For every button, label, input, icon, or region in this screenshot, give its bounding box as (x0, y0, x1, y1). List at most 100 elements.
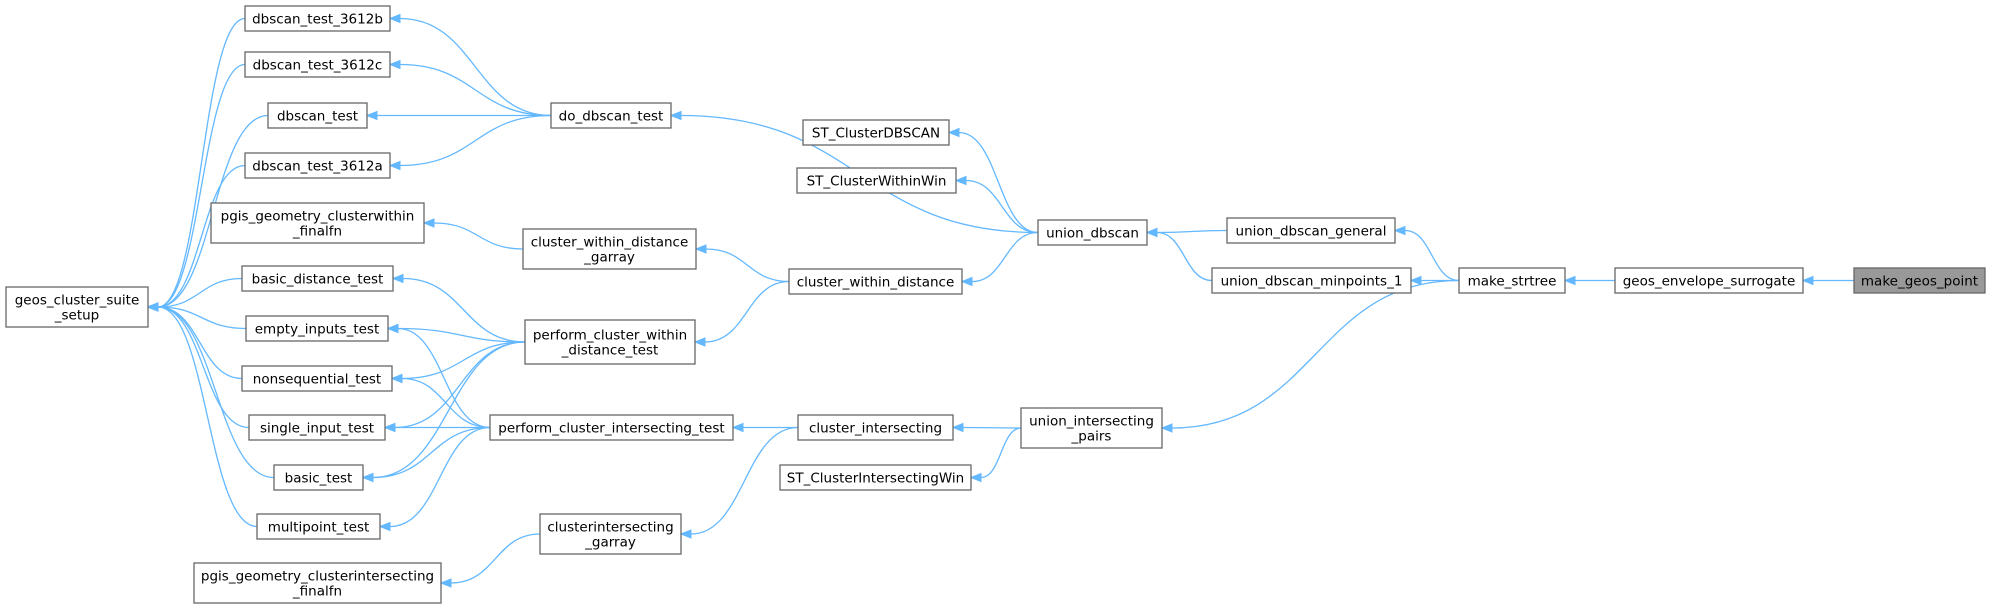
node-label: single_input_test (260, 421, 374, 437)
edge-geos-envelope-surrogate-to-make-strtree (1563, 275, 1615, 286)
edge-make-strtree-to-union-dbscan-general (1393, 225, 1460, 282)
node-label: _pairs (1071, 429, 1112, 445)
node-empty-inputs-test[interactable]: empty_inputs_test (245, 315, 389, 342)
node-label: clusterintersecting (547, 520, 673, 536)
node-st-clusterintersectingwin[interactable]: ST_ClusterIntersectingWin (779, 464, 972, 491)
graph-edges (146, 13, 1854, 588)
node-label: ST_ClusterIntersectingWin (787, 471, 964, 487)
node-pgis-geometry-clusterintersecting-finalfn[interactable]: pgis_geometry_clusterintersecting_finalf… (193, 562, 442, 604)
edge-make-geos-point-to-geos-envelope-surrogate (1801, 275, 1854, 286)
edge-cluster-within-distance-to-perform-cluster-within-distance-test (693, 280, 790, 347)
node-basic-distance-test[interactable]: basic_distance_test (241, 265, 394, 292)
edge-do-dbscan-test-to-dbscan-test-3612b (388, 13, 552, 117)
edge-clusterintersecting-garray-to-pgis-geometry-clusterintersecting-finalfn (439, 533, 541, 588)
node-label: pgis_geometry_clusterintersecting (201, 569, 434, 585)
node-union-intersecting-pairs[interactable]: union_intersecting_pairs (1020, 407, 1163, 449)
node-label: make_strtree (1468, 274, 1557, 290)
node-cluster-within-distance[interactable]: cluster_within_distance (788, 268, 963, 295)
node-pgis-geometry-clusterwithin-finalfn[interactable]: pgis_geometry_clusterwithin_finalfn (210, 202, 425, 244)
edge-perform-cluster-within-distance-test-to-basic-test (361, 341, 526, 483)
node-label: nonsequential_test (253, 372, 381, 388)
node-single-input-test[interactable]: single_input_test (248, 414, 386, 441)
node-label: do_dbscan_test (559, 109, 664, 125)
node-union-dbscan-minpoints-1[interactable]: union_dbscan_minpoints_1 (1211, 267, 1412, 294)
node-clusterintersecting-garray[interactable]: clusterintersecting_garray (539, 513, 682, 555)
edge-cluster-intersecting-to-clusterintersecting-garray (679, 426, 799, 539)
node-label: make_geos_point (1861, 274, 1978, 290)
node-label: dbscan_test_3612c (253, 58, 383, 74)
node-perform-cluster-within-distance-test[interactable]: perform_cluster_within_distance_test (524, 319, 696, 365)
node-label: ST_ClusterDBSCAN (812, 126, 940, 142)
node-label: perform_cluster_within (533, 328, 687, 344)
edge-cluster-within-distance-garray-to-pgis-geometry-clusterwithin-finalfn (422, 218, 524, 250)
node-do-dbscan-test[interactable]: do_dbscan_test (550, 102, 672, 129)
node-label: multipoint_test (268, 520, 370, 536)
edge-perform-cluster-intersecting-test-to-multipoint-test (378, 426, 491, 532)
node-multipoint-test[interactable]: multipoint_test (256, 513, 381, 540)
node-label: cluster_within_distance (531, 235, 689, 251)
node-geos-cluster-suite-setup[interactable]: geos_cluster_suite_setup (5, 286, 149, 328)
edge-dbscan-test-3612c-to-geos-cluster-suite-setup (146, 63, 246, 312)
edge-union-dbscan-minpoints-1-to-union-dbscan (1145, 227, 1213, 282)
node-label: basic_distance_test (252, 272, 384, 288)
node-label: dbscan_test (277, 109, 358, 125)
edge-union-dbscan-to-st-clusterwithinwin (954, 175, 1039, 234)
node-label: cluster_intersecting (809, 421, 942, 437)
node-basic-test[interactable]: basic_test (273, 464, 364, 491)
node-dbscan-test-3612c[interactable]: dbscan_test_3612c (244, 51, 391, 78)
node-st-clusterwithinwin[interactable]: ST_ClusterWithinWin (796, 167, 957, 194)
node-label: union_dbscan (1046, 226, 1139, 242)
node-label: union_intersecting (1029, 414, 1154, 430)
edge-cluster-within-distance-to-cluster-within-distance-garray (694, 244, 790, 283)
node-label: _finalfn (292, 584, 342, 600)
node-label: _finalfn (292, 224, 342, 240)
node-nonsequential-test[interactable]: nonsequential_test (241, 365, 393, 392)
edge-union-dbscan-to-cluster-within-distance (960, 231, 1039, 287)
edge-multipoint-test-to-geos-cluster-suite-setup (146, 302, 258, 528)
edge-union-intersecting-pairs-to-st-clusterintersectingwin (969, 427, 1022, 483)
node-union-dbscan-general[interactable]: union_dbscan_general (1226, 217, 1396, 244)
node-label: ST_ClusterWithinWin (807, 174, 947, 190)
node-dbscan-test[interactable]: dbscan_test (267, 102, 368, 129)
node-cluster-within-distance-garray[interactable]: cluster_within_distance_garray (522, 228, 697, 270)
node-dbscan-test-3612a[interactable]: dbscan_test_3612a (244, 152, 391, 179)
node-make-geos-point[interactable]: make_geos_point (1853, 267, 1986, 294)
edge-perform-cluster-within-distance-test-to-basic-distance-test (391, 273, 526, 343)
node-label: _garray (583, 250, 635, 266)
node-cluster-intersecting[interactable]: cluster_intersecting (797, 414, 954, 441)
node-label: geos_cluster_suite (15, 293, 140, 309)
edge-make-strtree-to-union-intersecting-pairs (1160, 279, 1460, 433)
edge-perform-cluster-intersecting-test-to-single-input-test (383, 422, 490, 433)
node-label: pgis_geometry_clusterwithin (221, 209, 415, 225)
edge-do-dbscan-test-to-dbscan-test-3612a (388, 114, 552, 171)
edge-union-dbscan-to-st-clusterdbscan (947, 127, 1039, 234)
edge-do-dbscan-test-to-dbscan-test (365, 110, 551, 121)
edge-perform-cluster-intersecting-test-to-nonsequential-test (390, 373, 491, 429)
node-label: dbscan_test_3612b (252, 12, 383, 28)
edge-dbscan-test-3612b-to-geos-cluster-suite-setup (146, 17, 246, 312)
node-label: empty_inputs_test (255, 322, 380, 338)
node-label: union_dbscan_general (1236, 224, 1387, 240)
node-label: union_dbscan_minpoints_1 (1221, 274, 1403, 290)
node-label: geos_envelope_surrogate (1623, 274, 1796, 290)
node-geos-envelope-surrogate[interactable]: geos_envelope_surrogate (1614, 267, 1804, 294)
edge-union-intersecting-pairs-to-cluster-intersecting (951, 422, 1022, 433)
node-st-clusterdbscan[interactable]: ST_ClusterDBSCAN (802, 119, 950, 146)
edge-cluster-intersecting-to-perform-cluster-intersecting-test (731, 422, 798, 433)
node-label: _setup (54, 308, 100, 324)
edge-perform-cluster-intersecting-test-to-basic-test (361, 426, 491, 483)
edge-perform-cluster-intersecting-test-to-empty-inputs-test (386, 323, 491, 429)
node-label: dbscan_test_3612a (252, 159, 382, 175)
graph-nodes: make_geos_point geos_envelope_surrogate ma… (5, 5, 1986, 604)
node-union-dbscan[interactable]: union_dbscan (1037, 219, 1148, 246)
node-label: basic_test (285, 471, 353, 487)
edge-do-dbscan-test-to-dbscan-test-3612c (388, 59, 552, 117)
node-label: perform_cluster_intersecting_test (498, 421, 724, 437)
edge-single-input-test-to-geos-cluster-suite-setup (146, 302, 250, 429)
node-label: _distance_test (561, 343, 659, 359)
node-make-strtree[interactable]: make_strtree (1458, 267, 1566, 294)
node-perform-cluster-intersecting-test[interactable]: perform_cluster_intersecting_test (489, 414, 734, 441)
node-label: _garray (584, 535, 636, 551)
node-dbscan-test-3612b[interactable]: dbscan_test_3612b (244, 5, 391, 32)
